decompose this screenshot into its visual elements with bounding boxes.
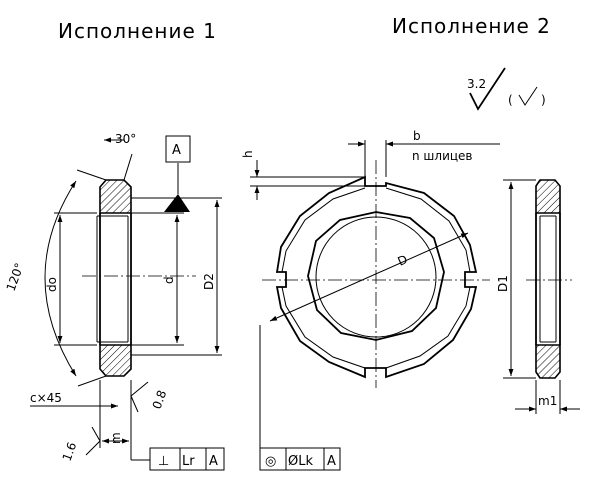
- dimension-width-m1: m1: [538, 394, 557, 408]
- roughness-general-value: 3.2: [467, 77, 486, 91]
- general-roughness-symbol: 3.2 ( ): [467, 67, 546, 111]
- dimension-outer-D1: D1: [496, 275, 510, 292]
- tolerance-frame-concentricity: ◎ ØLk A: [259, 447, 341, 471]
- title-variant-2: Исполнение 2: [392, 14, 551, 38]
- front-view-variant-2: h b n шлицев D ◎ ØLk A: [241, 129, 500, 471]
- concentricity-value: ØLk: [288, 454, 313, 469]
- side-hatch-bottom: [535, 344, 561, 379]
- dimension-outer-D2: D2: [202, 273, 216, 290]
- dimension-angle-30: 30°: [115, 132, 136, 146]
- roughness-value-1-6: 1.6: [60, 440, 80, 463]
- roughness-general-open-paren: (: [508, 93, 513, 107]
- datum-triangle: [164, 194, 190, 212]
- roughness-general-close-paren: ): [541, 93, 546, 107]
- concentricity-icon: ◎: [265, 454, 276, 469]
- perpendicularity-value: Lr: [182, 454, 195, 469]
- section-hatch-bottom: [99, 344, 132, 377]
- datum-label-box: [165, 135, 191, 163]
- roughness-check-icon: [518, 86, 538, 106]
- tolerance-frame-perpendicularity: ⊥ Lr A: [149, 447, 225, 471]
- dimension-bore-d0: do: [45, 277, 59, 292]
- note-slot-count: n шлицев: [412, 149, 473, 163]
- perpendicularity-datum: A: [209, 454, 218, 469]
- concentricity-datum: A: [327, 454, 336, 469]
- dimension-thread-d: d: [162, 276, 176, 284]
- dimension-slot-h: h: [241, 150, 255, 158]
- side-hatch-top: [535, 179, 561, 214]
- section-hatch-top: [99, 179, 132, 214]
- title-variant-1: Исполнение 1: [58, 19, 217, 43]
- dimension-pitch-D: D: [396, 252, 410, 269]
- side-view-variant-2: D1 m1: [496, 179, 580, 414]
- section-view-variant-1: 30° 120° do d D2 A c×45 0.8 m: [4, 132, 225, 471]
- perpendicularity-icon: ⊥: [158, 454, 169, 469]
- nut-outer-contour: [275, 175, 478, 379]
- dimension-angle-120: 120°: [4, 261, 27, 293]
- datum-label: A: [172, 143, 181, 158]
- dimension-width-m: m: [109, 432, 123, 444]
- dimension-slot-b: b: [413, 129, 421, 143]
- roughness-value-0-8: 0.8: [150, 388, 170, 411]
- dimension-chamfer-c45: c×45: [30, 391, 62, 405]
